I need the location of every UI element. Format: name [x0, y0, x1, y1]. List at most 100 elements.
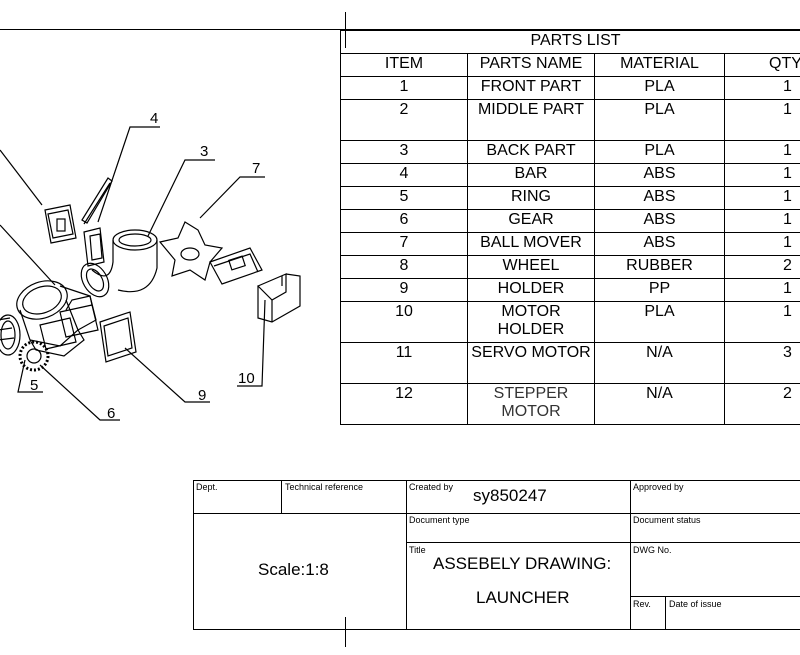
part-holder-plate [99, 311, 137, 363]
leader-7 [199, 176, 265, 219]
part-bar [81, 177, 113, 225]
parts-cell-material: ABS [594, 209, 725, 233]
header-material: MATERIAL [594, 53, 725, 77]
parts-cell-material: PLA [594, 301, 725, 343]
parts-cell-item: 11 [340, 342, 468, 384]
parts-cell-name: MOTOR HOLDER [467, 301, 595, 343]
part-front-body [16, 280, 97, 357]
parts-cell-qty: 3 [723, 342, 800, 384]
part-gear [18, 340, 50, 372]
rev-label: Rev. [633, 599, 651, 609]
leader-3 [147, 159, 215, 237]
parts-cell-qty: 2 [723, 255, 800, 279]
balloon-7: 7 [252, 160, 260, 177]
parts-cell-qty: 1 [723, 209, 800, 233]
part-gear-stack [39, 295, 99, 350]
parts-cell-material: ABS [594, 232, 725, 256]
parts-cell-name: GEAR [467, 209, 595, 233]
parts-cell-material: ABS [594, 163, 725, 187]
doc-status-label: Document status [633, 515, 701, 525]
parts-cell-item: 9 [340, 278, 468, 302]
frame-center-tick-bottom [345, 617, 346, 647]
dwg-no-label: DWG No. [633, 545, 672, 555]
parts-cell-name: BALL MOVER [467, 232, 595, 256]
parts-cell-material: N/A [594, 342, 725, 384]
header-parts-name: PARTS NAME [467, 53, 595, 77]
parts-cell-name: RING [467, 186, 595, 210]
doc-type-label: Document type [409, 515, 470, 525]
balloon-5: 5 [30, 377, 38, 394]
leader-10 [237, 299, 266, 387]
parts-cell-name: FRONT PART [467, 76, 595, 100]
part-wheel-motor [209, 247, 263, 285]
header-qty: QTY [723, 53, 800, 77]
leader-5 [17, 359, 43, 393]
part-block [83, 227, 105, 267]
balloon-10: 10 [238, 370, 255, 387]
parts-cell-item: 1 [340, 76, 468, 100]
frame-top-line [0, 29, 800, 30]
parts-cell-item: 3 [340, 140, 468, 164]
balloon-9: 9 [198, 387, 206, 404]
leader-9 [124, 347, 210, 403]
created-by-value: sy850247 [473, 486, 547, 505]
title-line-1: ASSEBELY DRAWING: [433, 554, 612, 573]
parts-cell-qty: 2 [723, 383, 800, 425]
part-motor-holder [256, 273, 301, 323]
parts-cell-qty: 1 [723, 99, 800, 141]
parts-cell-name: STEPPER MOTOR [467, 383, 595, 425]
title-line-2: LAUNCHER [476, 588, 570, 607]
balloon-6: 6 [107, 405, 115, 422]
parts-cell-item: 2 [340, 99, 468, 141]
title-block: Dept. Technical reference Created by sy8… [193, 480, 800, 630]
header-item: ITEM [340, 53, 468, 77]
part-ring [0, 314, 21, 356]
leader-1 [0, 149, 43, 206]
parts-cell-qty: 1 [723, 76, 800, 100]
parts-cell-item: 8 [340, 255, 468, 279]
parts-cell-item: 7 [340, 232, 468, 256]
scale-value: Scale:1:8 [258, 560, 329, 579]
parts-cell-qty: 1 [723, 232, 800, 256]
parts-cell-qty: 1 [723, 186, 800, 210]
part-back-pipe [80, 229, 158, 298]
parts-cell-name: SERVO MOTOR [467, 342, 595, 384]
parts-cell-qty: 1 [723, 163, 800, 187]
parts-cell-material: PLA [594, 99, 725, 141]
parts-cell-material: PLA [594, 140, 725, 164]
created-by-label: Created by [409, 482, 454, 492]
parts-cell-qty: 1 [723, 301, 800, 343]
parts-cell-name: HOLDER [467, 278, 595, 302]
parts-cell-qty: 1 [723, 140, 800, 164]
parts-cell-item: 4 [340, 163, 468, 187]
parts-list: PARTS LIST ITEM PARTS NAME MATERIAL QTY … [339, 30, 800, 430]
date-label: Date of issue [669, 599, 722, 609]
parts-cell-item: 5 [340, 186, 468, 210]
date-cell [665, 596, 800, 630]
parts-cell-material: PLA [594, 76, 725, 100]
parts-cell-material: ABS [594, 186, 725, 210]
balloon-4: 4 [150, 110, 158, 127]
tech-ref-label: Technical reference [285, 482, 364, 492]
leader-4 [97, 126, 160, 223]
part-bracket [44, 204, 77, 244]
part-ball-mover [158, 221, 224, 281]
leader-2 [0, 224, 56, 286]
title-label: Title [409, 545, 426, 555]
leader-6 [39, 364, 120, 421]
dept-label: Dept. [196, 482, 218, 492]
parts-cell-name: BAR [467, 163, 595, 187]
parts-list-title: PARTS LIST [339, 30, 800, 54]
